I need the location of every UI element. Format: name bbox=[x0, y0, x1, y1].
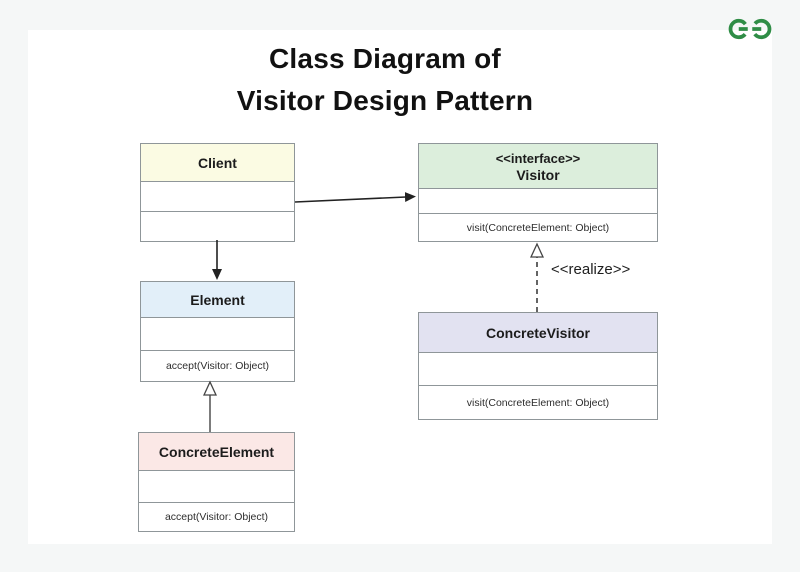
class-header-concrete-visitor: ConcreteVisitor bbox=[419, 313, 657, 353]
class-header-client: Client bbox=[141, 144, 294, 182]
page-title-line2: Visitor Design Pattern bbox=[236, 85, 534, 116]
class-attributes-element bbox=[141, 318, 294, 351]
class-methods-visitor: visit(ConcreteElement: Object) bbox=[466, 221, 610, 234]
class-methods-element: accept(Visitor: Object) bbox=[165, 360, 270, 372]
class-methods-concrete-visitor: visit(ConcreteElement: Object) bbox=[466, 396, 610, 409]
class-attributes-concrete-visitor bbox=[419, 353, 657, 386]
realize-label: <<realize>> bbox=[551, 261, 631, 278]
page-title: Class Diagram of Visitor Design Pattern bbox=[0, 38, 770, 122]
class-header-element: Element bbox=[141, 282, 294, 318]
class-name-client: Client bbox=[198, 154, 237, 171]
class-box-concrete-element: ConcreteElement accept(Visitor: Object) bbox=[138, 432, 295, 532]
class-name-visitor: Visitor bbox=[516, 166, 560, 183]
class-name-concrete-visitor: ConcreteVisitor bbox=[486, 324, 590, 341]
class-attributes-concrete-element bbox=[139, 471, 294, 503]
geeksforgeeks-logo-icon bbox=[728, 18, 772, 40]
class-header-concrete-element: ConcreteElement bbox=[139, 433, 294, 471]
class-stereotype-visitor: <<interface>> bbox=[495, 150, 581, 166]
class-attributes-client bbox=[141, 182, 294, 212]
page-title-line1: Class Diagram of bbox=[269, 43, 501, 74]
class-name-element: Element bbox=[190, 291, 245, 308]
class-attributes-visitor bbox=[419, 189, 657, 214]
class-methods-client bbox=[141, 212, 294, 241]
class-name-concrete-element: ConcreteElement bbox=[158, 443, 275, 460]
class-box-element: Element accept(Visitor: Object) bbox=[140, 281, 295, 382]
class-methods-concrete-element: accept(Visitor: Object) bbox=[164, 511, 269, 523]
class-box-visitor: <<interface>> Visitor visit(ConcreteElem… bbox=[418, 143, 658, 242]
class-header-visitor: <<interface>> Visitor bbox=[419, 144, 657, 189]
class-box-concrete-visitor: ConcreteVisitor visit(ConcreteElement: O… bbox=[418, 312, 658, 420]
class-box-client: Client bbox=[140, 143, 295, 242]
